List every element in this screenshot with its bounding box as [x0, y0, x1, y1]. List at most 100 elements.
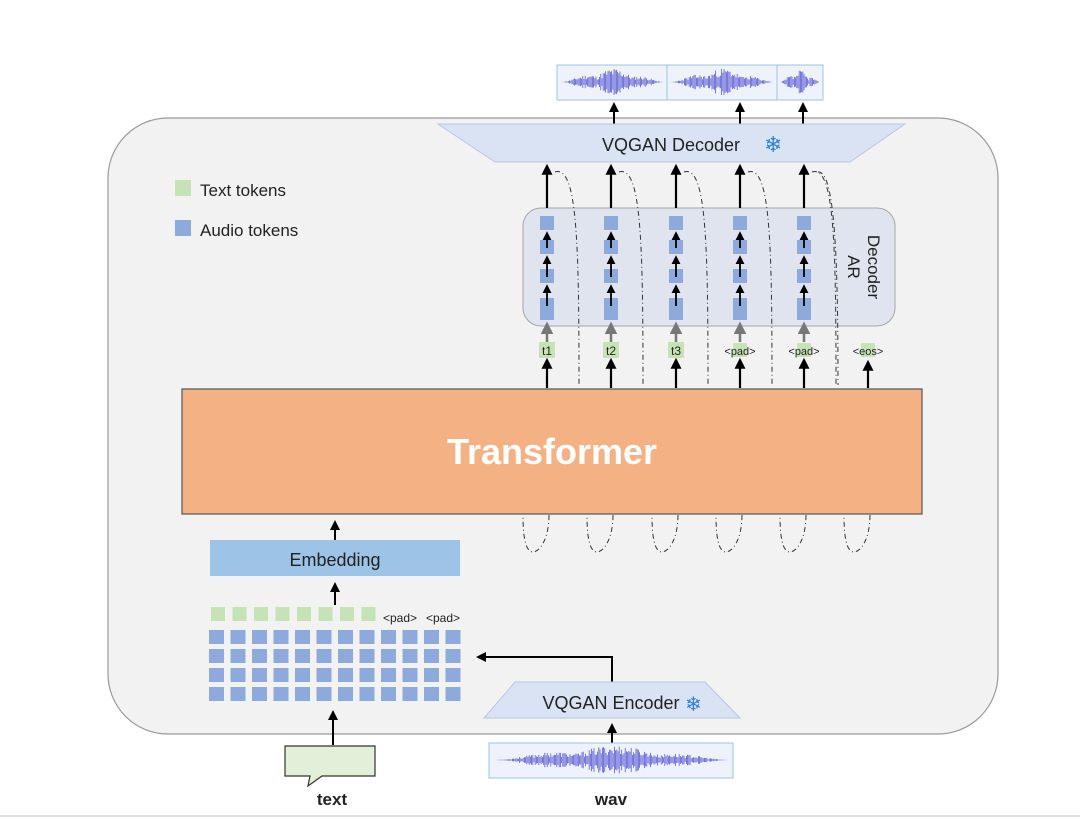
- audio-token: [230, 668, 246, 682]
- audio-token: [273, 630, 289, 644]
- output-token-label: t2: [606, 344, 616, 358]
- snowflake-icon: ❄: [764, 133, 782, 158]
- legend-audio-label: Audio tokens: [200, 221, 298, 240]
- output-waveform-lines: [562, 69, 819, 95]
- audio-token: [733, 306, 747, 320]
- audio-token: [338, 649, 353, 663]
- text-token: [232, 607, 247, 621]
- vqgan-encoder-label: VQGAN Encoder: [542, 693, 679, 713]
- audio-token: [402, 668, 418, 682]
- audio-token: [669, 216, 683, 230]
- text-token: [275, 607, 290, 621]
- vqgan-decoder: VQGAN Decoder ❄: [436, 123, 907, 163]
- feedback-loop-line: [618, 171, 644, 386]
- audio-token: [424, 649, 439, 663]
- text-token: [361, 607, 376, 621]
- audio-token: [209, 630, 224, 644]
- ar-decoder-columns: [540, 163, 874, 388]
- audio-token: [230, 649, 246, 663]
- audio-token: [273, 668, 289, 682]
- text-token: [318, 607, 333, 621]
- audio-token: [402, 630, 418, 644]
- text-token: [297, 607, 311, 621]
- audio-token: [424, 668, 439, 682]
- audio-token: [230, 687, 246, 701]
- audio-token: [540, 216, 554, 230]
- decoder-output-arrows: [609, 102, 808, 124]
- encoder-to-grid-arrow: [476, 652, 613, 682]
- text-token: [539, 342, 555, 358]
- audio-token: [230, 630, 246, 644]
- vqgan-decoder-label: VQGAN Decoder: [602, 135, 740, 155]
- audio-token: [604, 306, 618, 320]
- output-token-label: t1: [542, 344, 552, 358]
- transformer-label: Transformer: [447, 431, 657, 472]
- audio-token: [295, 630, 310, 644]
- feedback-loop-line: [811, 171, 837, 386]
- audio-token: [540, 306, 554, 320]
- audio-token: [445, 630, 461, 644]
- audio-token: [252, 668, 267, 682]
- audio-token: [338, 668, 353, 682]
- audio-token: [295, 649, 310, 663]
- output-tokens: t1 t2 t3 <pad> <pad> <eos>: [539, 342, 883, 358]
- audio-token: [359, 649, 375, 663]
- output-token-label: <pad>: [724, 346, 755, 358]
- output-token-label: <eos>: [853, 346, 884, 358]
- legend-text-label: Text tokens: [200, 181, 286, 200]
- legend-audio-swatch: [175, 220, 191, 236]
- audio-token: [359, 687, 375, 701]
- input-pad-token-2: <pad>: [426, 611, 460, 625]
- text-token: [340, 607, 354, 621]
- audio-token: [338, 687, 353, 701]
- audio-token: [669, 306, 683, 320]
- audio-token: [381, 630, 396, 644]
- audio-token: [316, 668, 332, 682]
- text-token: [211, 607, 225, 621]
- transformer-block: [181, 388, 923, 515]
- audio-token: [424, 630, 439, 644]
- text-token: [254, 607, 268, 621]
- input-token-grid: [209, 607, 461, 701]
- audio-token: [359, 668, 375, 682]
- audio-token: [252, 649, 267, 663]
- output-token-label: <pad>: [788, 346, 819, 358]
- audio-token: [381, 649, 396, 663]
- text-input-bubble: [284, 745, 376, 788]
- audio-token: [797, 216, 811, 230]
- audio-token: [295, 687, 310, 701]
- vqgan-encoder: VQGAN Encoder ❄: [482, 681, 742, 719]
- audio-token: [604, 216, 618, 230]
- text-token: [861, 343, 875, 357]
- snowflake-icon: ❄: [685, 692, 702, 716]
- text-token: [668, 342, 684, 358]
- embedding-block: [210, 540, 460, 576]
- ar-decoder-label-line1: AR: [844, 255, 863, 279]
- audio-token: [209, 687, 224, 701]
- text-token: [603, 342, 619, 358]
- audio-token: [209, 649, 224, 663]
- audio-token: [273, 687, 289, 701]
- output-token-label: t3: [671, 344, 681, 358]
- audio-token: [295, 668, 310, 682]
- waveform-segment: [670, 69, 773, 95]
- feedback-loop-line: [683, 171, 709, 386]
- feedback-loop-line: [554, 171, 580, 386]
- text-token: [797, 343, 811, 357]
- audio-token: [359, 630, 375, 644]
- text-input-label: text: [317, 790, 348, 809]
- wav-input-label: wav: [594, 790, 628, 809]
- audio-token: [316, 630, 332, 644]
- audio-token: [273, 649, 289, 663]
- audio-token: [252, 687, 267, 701]
- waveform-segment: [780, 70, 819, 94]
- vqgan-encoder-shape: [482, 681, 742, 719]
- audio-token: [252, 630, 267, 644]
- audio-token: [381, 687, 396, 701]
- ar-decoder-label-line2: Decoder: [864, 235, 883, 300]
- legend: Text tokens Audio tokens: [175, 180, 298, 240]
- audio-token: [797, 306, 811, 320]
- audio-token: [381, 668, 396, 682]
